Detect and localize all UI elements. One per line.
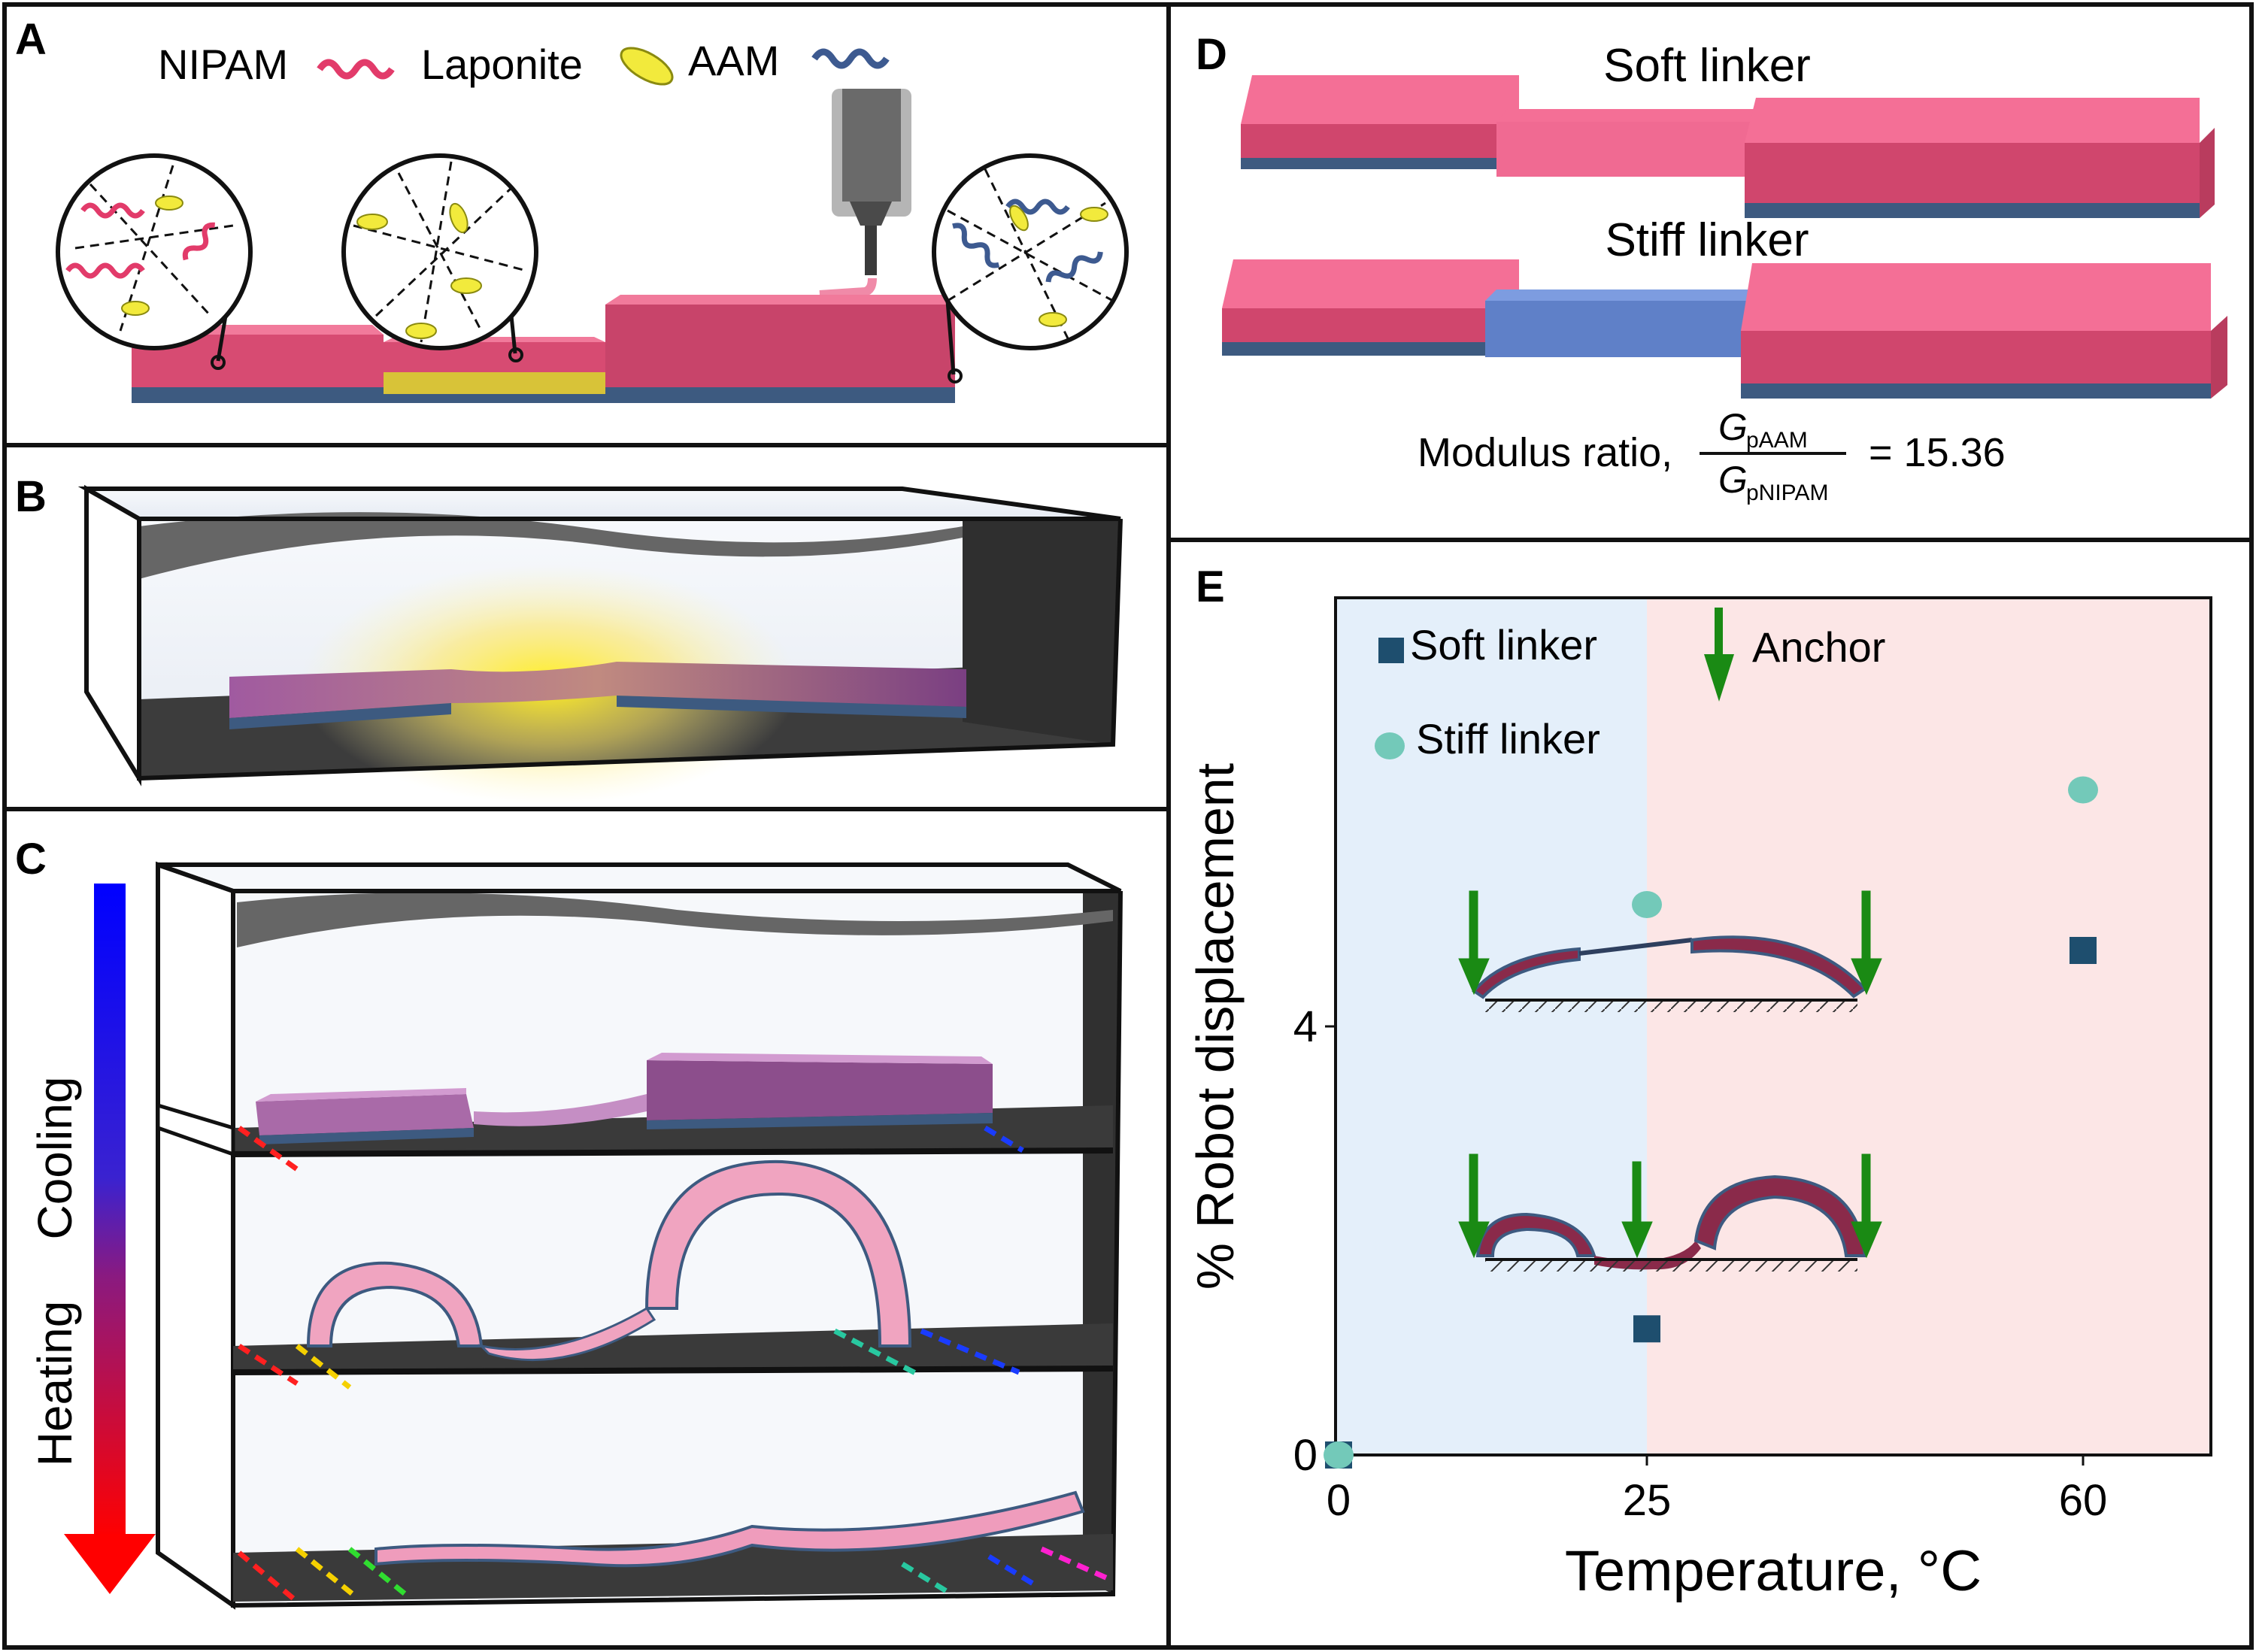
x-tick-label: 0 — [1327, 1476, 1351, 1525]
panel-e-frame — [1166, 538, 2254, 1650]
legend-stiff-linker: Stiff linker — [1416, 715, 1600, 762]
printer-nozzle — [832, 89, 911, 275]
panel-label-d: D — [1196, 30, 1227, 79]
yellow-disc-icon — [620, 47, 674, 86]
legend-soft-linker: Soft linker — [1410, 621, 1597, 668]
soft-linker-strip — [1241, 75, 2215, 218]
legend-nipam-label: NIPAM — [158, 41, 288, 88]
data-point-stiff-linker — [1324, 1441, 1354, 1469]
panel-b: B — [15, 472, 1123, 805]
zoom-circle-nipam — [56, 153, 253, 350]
gel-state-heated — [374, 1490, 1085, 1568]
marker-lines — [237, 1125, 1111, 1604]
chart-points — [1324, 776, 2098, 1469]
panel-a: A NIPAM Laponite AAM — [15, 15, 1129, 403]
temperature-gradient-arrow — [94, 884, 126, 1538]
anchor-arrow-icon — [1851, 890, 1882, 996]
ratio-denominator-sub: pNIPAM — [1746, 480, 1828, 505]
anchor-arrow-icon — [1458, 1153, 1490, 1259]
cooling-label: Cooling — [28, 1076, 82, 1239]
modulus-ratio-label: Modulus ratio, — [1418, 430, 1672, 475]
data-point-stiff-linker — [2068, 776, 2098, 804]
panel-label-e: E — [1196, 562, 1225, 611]
x-tick-label: 60 — [2059, 1476, 2108, 1525]
gel-state-intermediate — [306, 1159, 912, 1361]
panel-label-a: A — [15, 15, 47, 64]
panel-e: E 0 25 60 0 4 — [1186, 562, 2212, 1603]
y-tick-label: 4 — [1293, 1002, 1318, 1051]
anchor-arrow-icon — [1851, 1153, 1882, 1259]
legend-square-marker — [1378, 638, 1404, 663]
legend-aam-label: AAM — [688, 37, 779, 84]
chart-axes: 0 25 60 0 4 — [1293, 1002, 2108, 1525]
panel-label-c: C — [15, 835, 47, 884]
anchor-arrow-icon — [1458, 890, 1490, 996]
anchor-arrows — [1458, 890, 1882, 1259]
x-tick-label: 25 — [1623, 1476, 1672, 1525]
y-axis-title: % Robot displacement — [1186, 763, 1245, 1290]
legend-anchor-arrow-icon — [1704, 608, 1734, 702]
chart-legend: Soft linker Stiff linker Anchor — [1375, 608, 1885, 762]
soft-linker-inset — [1475, 1175, 1867, 1272]
anchor-arrow-icon — [1621, 1161, 1653, 1259]
zoom-circle-laponite — [341, 153, 538, 350]
modulus-ratio-value: = 15.36 — [1869, 430, 2006, 475]
gel-strip-a — [132, 295, 955, 403]
gel-state-cooled — [256, 1053, 993, 1144]
data-point-soft-linker — [2070, 937, 2097, 964]
soft-linker-title: Soft linker — [1603, 40, 1811, 92]
panel-label-b: B — [15, 472, 47, 521]
legend-anchor: Anchor — [1752, 623, 1885, 671]
data-point-soft-linker — [1633, 1315, 1660, 1343]
ratio-denominator: G — [1718, 459, 1748, 501]
temperature-region-1 — [1647, 598, 2211, 1455]
blue-wavy-chain-icon — [811, 48, 890, 69]
ratio-numerator-sub: pAAM — [1746, 428, 1808, 453]
panel-c: C Cooling Heating — [15, 835, 1123, 1610]
y-tick-label: 0 — [1293, 1431, 1318, 1480]
legend-circle-marker — [1375, 732, 1405, 759]
ratio-numerator: G — [1718, 406, 1748, 448]
red-wavy-chain-icon — [317, 59, 395, 80]
stiff-linker-inset — [1472, 935, 1868, 1012]
stiff-linker-title: Stiff linker — [1605, 214, 1809, 266]
stiff-linker-strip — [1222, 259, 2227, 399]
x-axis-title: Temperature, °C — [1565, 1539, 1982, 1603]
panel-d: D Soft linker Stiff linker — [1196, 30, 2227, 505]
legend-laponite-label: Laponite — [421, 41, 583, 88]
zoom-circle-aam — [932, 153, 1129, 350]
heating-label: Heating — [28, 1301, 82, 1467]
data-point-stiff-linker — [1632, 891, 1662, 918]
